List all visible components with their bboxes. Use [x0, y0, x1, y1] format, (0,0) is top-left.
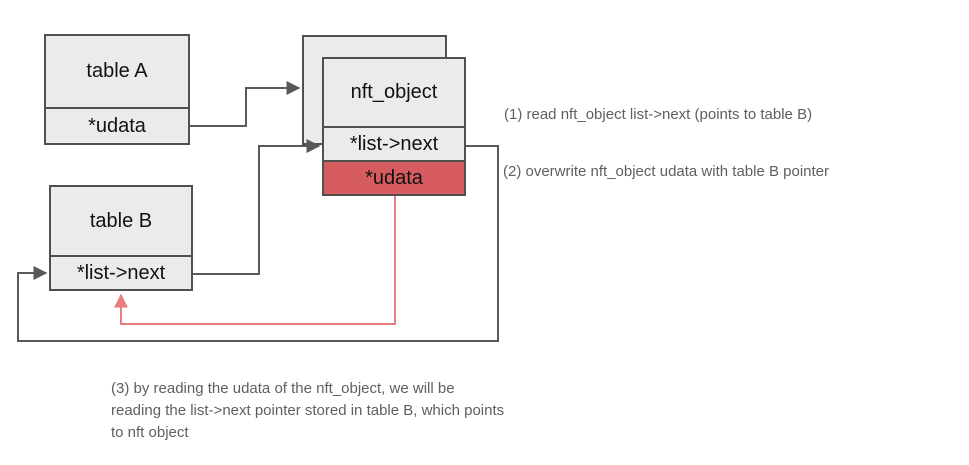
arrow-tableb-next-to-nft-listnext [193, 139, 321, 275]
nft-object-box: nft_object *list->next *udata [322, 57, 466, 196]
annotation-step3: (3) by reading the udata of the nft_obje… [111, 378, 504, 444]
table-b-box: table B *list->next [49, 185, 193, 291]
annotation-step3-line3: to nft object [111, 424, 189, 441]
table-a-field-udata: *udata [88, 114, 146, 137]
arrow-tablea-udata-to-nft-object [190, 81, 301, 127]
nft-object-field-listnext: *list->next [349, 132, 439, 155]
table-a-box: table A *udata [44, 34, 190, 145]
table-a-title: table A [46, 36, 188, 109]
table-b-title: table B [51, 187, 191, 257]
annotation-step3-line1: (3) by reading the udata of the nft_obje… [111, 380, 455, 397]
nft-object-title: nft_object [324, 59, 464, 128]
annotation-step1: (1) read nft_object list->next (points t… [504, 106, 813, 123]
annotation-step3-line2: reading the list->next pointer stored in… [111, 402, 505, 419]
nft-object-field-udata: *udata [324, 160, 464, 194]
table-b-field-listnext: *list->next [76, 261, 166, 284]
annotation-step2: (2) overwrite nft_object udata with tabl… [503, 163, 830, 180]
